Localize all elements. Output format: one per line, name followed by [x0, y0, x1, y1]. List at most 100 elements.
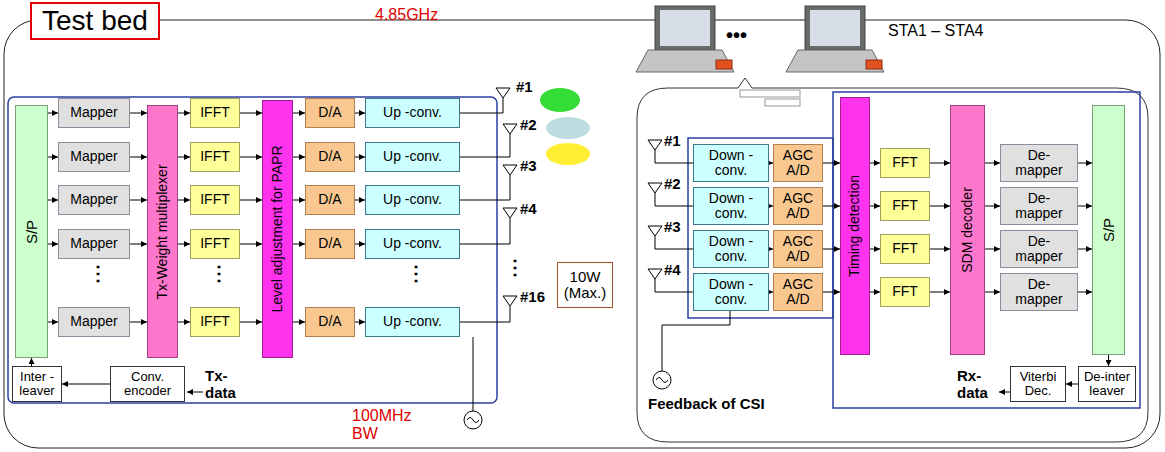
block-label: Down -conv. — [700, 148, 762, 179]
fft-box: FFT — [880, 234, 930, 264]
laptop-screen — [655, 6, 715, 50]
block-label: De- mapper — [1011, 191, 1067, 222]
mapper-box: Mapper — [58, 307, 130, 337]
antenna-number: #1 — [664, 133, 681, 150]
block-label: Up -conv. — [383, 192, 442, 207]
signal-arrow — [823, 206, 840, 207]
block-label: Conv. encoder — [114, 370, 181, 399]
block-label: Up -conv. — [383, 236, 442, 251]
antenna-number: #16 — [520, 289, 545, 306]
signal-arrow — [62, 384, 110, 385]
antenna-number: #2 — [520, 117, 537, 134]
rf-converter-box: Up -conv. — [365, 307, 460, 337]
signal-arrow — [240, 200, 262, 201]
signal-arrow — [1078, 206, 1092, 207]
mapper-box: Mapper — [58, 229, 130, 259]
signal-arrow — [48, 113, 58, 114]
block-label: S/P — [1100, 218, 1117, 242]
tx-data-arrow — [187, 392, 203, 393]
receiver-baseband-panel — [833, 92, 1140, 408]
oscillator-wave — [467, 418, 479, 423]
antenna-number: #2 — [664, 176, 681, 193]
converter-box: D/A — [305, 229, 355, 259]
mapper-box: De- mapper — [1000, 187, 1078, 225]
converter-box: AGC A/D — [773, 273, 823, 311]
block-label: D/A — [318, 149, 341, 164]
ellipsis-mark: ⋮ — [88, 262, 108, 284]
signal-arrow — [130, 157, 147, 158]
ellipsis-mark: ⋮ — [406, 262, 426, 284]
signal-arrow — [1066, 384, 1078, 385]
fft-box: IFFT — [190, 307, 240, 337]
antenna-number: #3 — [664, 219, 681, 236]
rf-converter-box: Up -conv. — [365, 229, 460, 259]
converter-box: D/A — [305, 142, 355, 172]
block-label: Mapper — [70, 149, 117, 164]
processing-block: Level adjustment for PAPR — [262, 100, 293, 358]
signal-arrow — [31, 358, 32, 366]
block-label: D/A — [318, 314, 341, 329]
signal-arrow — [178, 322, 190, 323]
signal-arrow — [48, 244, 58, 245]
rx-data-arrow — [999, 392, 1010, 393]
block-label: Down -conv. — [700, 191, 762, 222]
block-label: Mapper — [70, 236, 117, 251]
block-label: D/A — [318, 236, 341, 251]
bandwidth-label: 100MHz BW — [352, 407, 416, 442]
block-label: FFT — [892, 284, 918, 299]
block-label: S/P — [23, 219, 40, 243]
rf-converter-box: Down -conv. — [693, 273, 769, 311]
serial-parallel-box: S/P — [15, 105, 48, 358]
oscillator-wave — [656, 378, 668, 383]
serial-parallel-box: S/P — [1092, 105, 1125, 355]
signal-arrow — [1078, 249, 1092, 250]
ellipsis-mark: ••• — [726, 24, 747, 46]
converter-box: AGC A/D — [773, 230, 823, 268]
block-label: IFFT — [200, 236, 230, 251]
power-box: 10W (Max.) — [557, 262, 613, 308]
block-label: Viterbi Dec. — [1014, 370, 1062, 399]
antenna-symbol — [460, 296, 517, 322]
signal-arrow — [178, 200, 190, 201]
signal-arrow — [985, 163, 1000, 164]
lo-wire — [473, 337, 474, 411]
block-label: FFT — [892, 241, 918, 256]
signal-arrow — [823, 292, 840, 293]
ellipsis-mark: ⋮ — [505, 256, 525, 278]
block-label: IFFT — [200, 105, 230, 120]
mapper-box: Mapper — [58, 98, 130, 128]
signal-arrow — [240, 157, 262, 158]
coding-box: Viterbi Dec. — [1010, 366, 1066, 402]
signal-arrow — [985, 292, 1000, 293]
signal-arrow — [240, 322, 262, 323]
lo-wire — [662, 311, 730, 371]
block-label: Up -conv. — [383, 149, 442, 164]
antenna-symbol — [460, 165, 517, 200]
signal-arrow — [355, 244, 365, 245]
station-label: STA1 – STA4 — [888, 22, 983, 40]
signal-arrow — [985, 249, 1000, 250]
bubble-connector — [765, 99, 800, 106]
block-label: De- mapper — [1011, 277, 1067, 308]
rf-converter-box: Up -conv. — [365, 98, 460, 128]
processing-block: Tx-Weight multiplexer — [147, 105, 178, 358]
converter-box: D/A — [305, 185, 355, 215]
converter-box: D/A — [305, 98, 355, 128]
signal-arrow — [130, 322, 147, 323]
signal-arrow — [130, 244, 147, 245]
block-label: Up -conv. — [383, 105, 442, 120]
block-label: Timing detection — [847, 175, 862, 277]
converter-box: AGC A/D — [773, 187, 823, 225]
signal-arrow — [355, 113, 365, 114]
signal-arrow — [48, 200, 58, 201]
laptop-base — [786, 50, 884, 72]
fft-box: FFT — [880, 191, 930, 221]
feedback-label: Feedback of CSI — [648, 396, 765, 413]
antenna-number: #4 — [520, 201, 537, 218]
block-label: IFFT — [200, 149, 230, 164]
outer-frame — [4, 20, 1160, 448]
signal-arrow — [823, 249, 840, 250]
block-label: AGC A/D — [777, 191, 819, 222]
block-label: De-inter leaver — [1082, 370, 1132, 399]
block-label: 10W (Max.) — [561, 269, 609, 302]
